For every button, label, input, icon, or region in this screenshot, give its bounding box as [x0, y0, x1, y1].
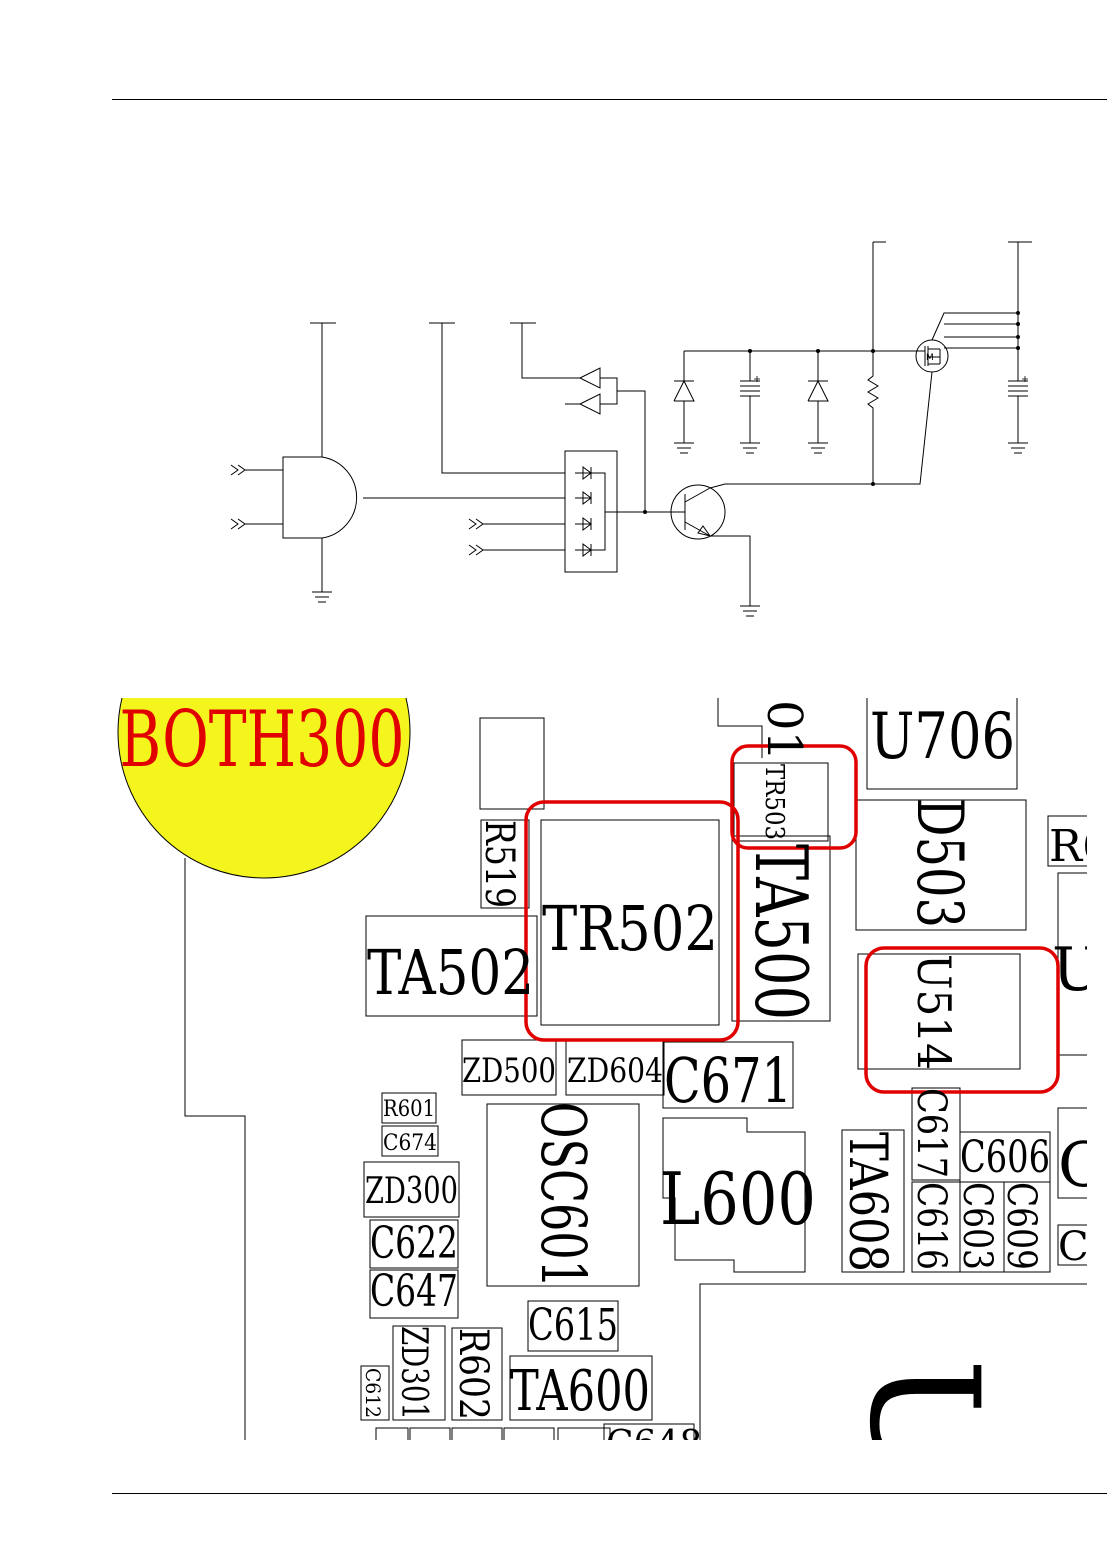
mosfet: [873, 312, 1018, 485]
header-rule: [112, 99, 1107, 100]
and-gate: [282, 456, 358, 539]
r601-label: R601: [383, 1097, 435, 1122]
ta600-label: TA600: [510, 1359, 650, 1424]
c671-label: C671: [664, 1044, 792, 1117]
supply-wire-3: [510, 322, 580, 379]
u-cut-label: U: [1052, 935, 1087, 1005]
c616-label: C616: [908, 1182, 954, 1270]
c617-label: C617: [908, 1088, 954, 1178]
zd300-label: ZD300: [365, 1171, 458, 1212]
c674-label: C674: [383, 1131, 437, 1156]
test-pad: [117, 698, 411, 879]
c-cut-label: C: [1058, 1128, 1087, 1201]
r519-label: R519: [476, 820, 522, 908]
ta502-label: TA502: [367, 936, 534, 1009]
and-gate-supply-wire: [310, 322, 336, 457]
zener-diode-1: [673, 351, 695, 454]
tr502-label: TR502: [542, 892, 718, 965]
resistor: [867, 241, 886, 484]
c609-label: C609: [998, 1182, 1044, 1270]
c647-label: C647: [370, 1266, 458, 1317]
input-arrow-2: [230, 518, 283, 530]
highlight-u514: [864, 946, 1060, 1094]
electrolytic-cap-1: [740, 351, 760, 454]
c615-label: C615: [528, 1300, 618, 1351]
supply-wire-2: [429, 322, 565, 474]
c606-label: C606: [960, 1132, 1050, 1183]
pcb-layout-view: BOTH300: [112, 698, 1087, 1440]
c622-label: C622: [370, 1218, 458, 1269]
c648-cut-label: C648: [606, 1424, 702, 1440]
cut-01-label: 01: [756, 700, 812, 761]
d503-label: D503: [902, 798, 976, 928]
board-outline-u: [699, 1283, 1087, 1440]
zd604-label: ZD604: [567, 1051, 663, 1091]
u514-label: U514: [907, 954, 961, 1070]
highlight-tr503: [730, 744, 858, 850]
diode-array-cells: [575, 466, 645, 557]
r602-label: R602: [450, 1328, 496, 1420]
zd301-label: ZD301: [393, 1326, 434, 1420]
trace-left: [184, 858, 246, 1440]
r6-label: R6: [1049, 821, 1087, 872]
ta500-label: TA500: [739, 844, 823, 1020]
trace-top: [717, 698, 763, 758]
c603-label: C603: [954, 1182, 1000, 1270]
ground-symbol: [312, 591, 332, 603]
tr503-label: TR503: [759, 764, 789, 840]
zd500-label: ZD500: [462, 1051, 556, 1091]
test-pad-label: BOTH300: [120, 698, 405, 785]
c6-cut-label: C6: [1058, 1224, 1087, 1270]
highlight-tr502: [524, 800, 740, 1042]
u706-label: U706: [870, 700, 1015, 774]
zener-diode-2: [807, 351, 829, 454]
input-arrow-4: [468, 544, 565, 556]
npn-transistor: [645, 483, 873, 617]
osc601-label: OSC601: [527, 1102, 600, 1288]
mosfet-label: M: [926, 353, 934, 363]
dual-diode: [565, 367, 646, 512]
ta608-label: TA608: [837, 1132, 897, 1272]
input-arrow-1: [230, 464, 283, 476]
footer-rule: [112, 1493, 1107, 1494]
c612-label: C612: [361, 1368, 385, 1418]
circuit-schematic: M: [230, 241, 1032, 617]
input-arrow-3: [468, 518, 565, 530]
big-u-label: U: [836, 1358, 1010, 1440]
l600-label: L600: [660, 1157, 816, 1241]
